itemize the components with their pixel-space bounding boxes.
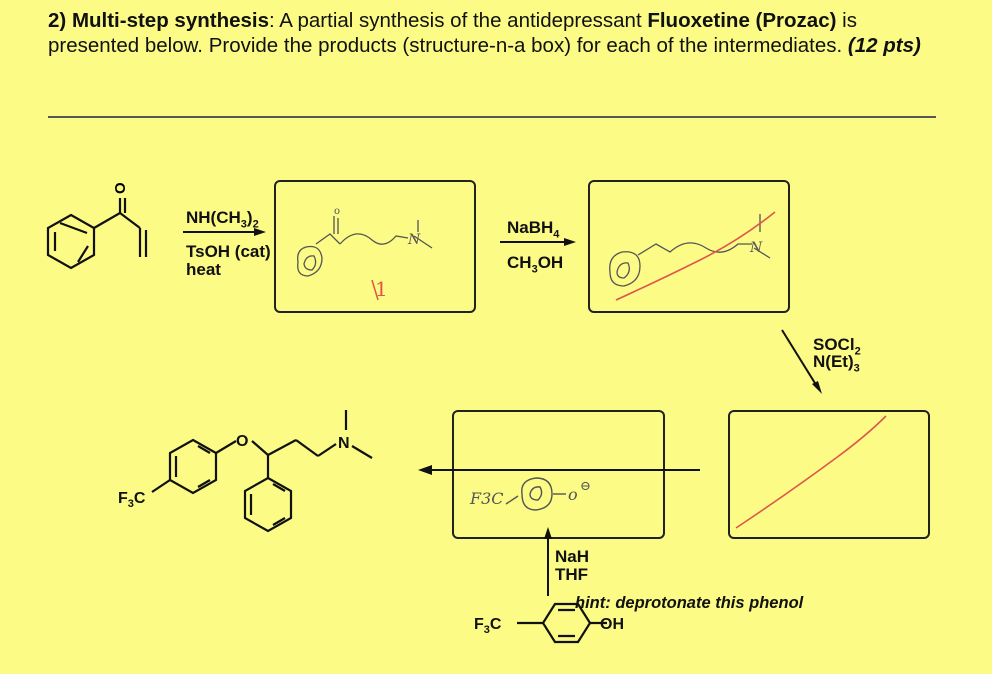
step2-solvent-label: CH3OH xyxy=(507,253,564,276)
divider-line xyxy=(48,116,936,118)
final-cf3-label: F3C xyxy=(118,490,146,510)
fluoxetine-structure xyxy=(151,410,373,533)
drug-name: Fluoxetine (Prozac) xyxy=(647,9,837,32)
step1-reagent-label: NH(CH3)2 xyxy=(186,208,259,231)
amine-n-label: N xyxy=(338,435,350,452)
box3-oxygen-handwritten: o xyxy=(568,485,578,504)
step3-reagent-label: SOCl2 xyxy=(813,335,861,358)
box1-student-sketch xyxy=(297,216,433,277)
step1-catalyst-label: TsOH (cat) xyxy=(186,242,271,261)
ketone-o-label: O xyxy=(112,182,129,194)
answer-box-1[interactable] xyxy=(274,180,476,313)
step1-heat-label: heat xyxy=(186,260,221,279)
box2-n-label: N xyxy=(749,240,763,256)
step2-reagent-label: NaBH4 xyxy=(507,218,560,241)
svg-text:o: o xyxy=(334,206,340,217)
hint-text: hint: deprotonate this phenol xyxy=(575,594,804,612)
points-label: (12 pts) xyxy=(847,34,921,57)
box3-student-sketch xyxy=(505,477,566,511)
box2-student-sketch xyxy=(609,214,771,287)
answer-box-2[interactable] xyxy=(588,180,790,313)
phenol-cf3-label: F3C xyxy=(474,616,502,636)
ether-o-label: O xyxy=(236,433,248,450)
box1-n-label: N xyxy=(407,232,421,248)
phenol-oh-label: OH xyxy=(600,616,624,633)
question-text-1: : A partial synthesis of the antidepress… xyxy=(269,9,648,32)
step3-base-label: N(Et)3 xyxy=(813,352,860,375)
starting-material-structure xyxy=(46,198,148,270)
reaction-arrow-3 xyxy=(781,329,819,389)
question-title: Multi-step synthesis xyxy=(71,9,269,32)
question-number: 2) xyxy=(48,9,67,32)
step4-base-label: NaH xyxy=(555,547,590,566)
step4-solvent-label: THF xyxy=(555,565,589,584)
phenol-structure xyxy=(517,602,607,644)
box3-cf3-handwritten: F3C xyxy=(469,489,504,508)
answer-box-3[interactable] xyxy=(452,410,665,539)
box4-red-strike xyxy=(735,415,887,529)
box1-red-mark: 1 xyxy=(375,277,388,301)
question-text: 2) Multi-step synthesis: A partial synth… xyxy=(48,8,948,58)
question-text-2: is presented below. Provide the products… xyxy=(48,9,857,57)
box3-charge: ⊖ xyxy=(580,479,591,494)
answer-box-4[interactable] xyxy=(728,410,930,539)
box2-red-strike xyxy=(615,211,776,301)
